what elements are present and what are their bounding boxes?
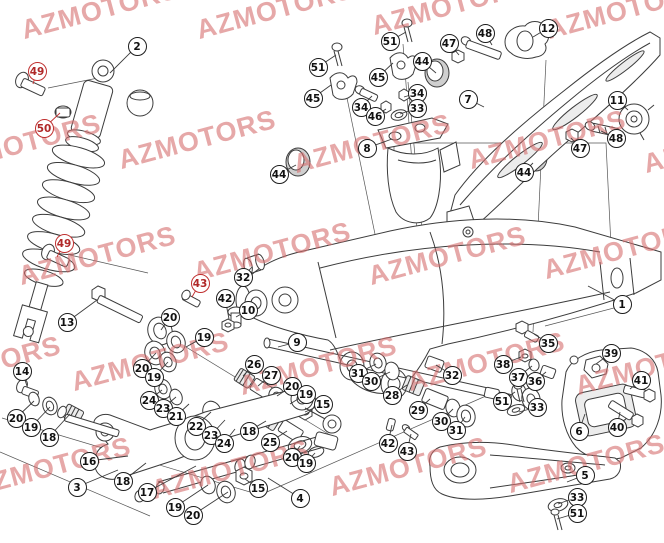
callout-3: 3	[67, 477, 87, 497]
callout-35: 35	[538, 333, 558, 353]
callout-38: 38	[493, 354, 513, 374]
callout-51: 51	[380, 31, 400, 51]
callout-7: 7	[458, 89, 478, 109]
chain-slider	[429, 383, 620, 530]
callout-19: 19	[296, 453, 316, 473]
callout-2: 2	[127, 36, 147, 56]
callout-42: 42	[215, 288, 235, 308]
callout-33: 33	[567, 487, 587, 507]
callout-51: 51	[308, 57, 328, 77]
callout-17: 17	[137, 482, 157, 502]
callout-36: 36	[525, 371, 545, 391]
linkage-hardware-left	[15, 378, 120, 438]
callout-6: 6	[569, 421, 589, 441]
callout-31: 31	[446, 420, 466, 440]
callout-34: 34	[407, 83, 427, 103]
callout-47: 47	[439, 33, 459, 53]
callout-48: 48	[475, 23, 495, 43]
callout-26: 26	[244, 354, 264, 374]
callout-18: 18	[39, 427, 59, 447]
callout-29: 29	[408, 400, 428, 420]
callout-42: 42	[378, 433, 398, 453]
callout-19: 19	[165, 497, 185, 517]
callout-12: 12	[538, 18, 558, 38]
pivot-end-fixings	[386, 321, 556, 440]
callout-37: 37	[508, 367, 528, 387]
callout-27: 27	[261, 365, 281, 385]
chain-roller-bracket	[452, 22, 549, 64]
callout-20: 20	[183, 505, 203, 525]
chain-tensioner	[566, 104, 654, 142]
callout-51: 51	[492, 391, 512, 411]
callout-4: 4	[290, 488, 310, 508]
callout-33: 33	[527, 397, 547, 417]
callout-48: 48	[606, 128, 626, 148]
callout-30: 30	[431, 411, 451, 431]
callout-34: 34	[351, 97, 371, 117]
shock-absorber	[0, 60, 153, 347]
callout-20: 20	[160, 307, 180, 327]
callout-11: 11	[607, 90, 627, 110]
callout-5: 5	[575, 465, 595, 485]
callout-28: 28	[382, 385, 402, 405]
shock-mount-bolts	[13, 70, 201, 307]
callout-43: 43	[190, 273, 210, 293]
callout-18: 18	[239, 421, 259, 441]
callout-44: 44	[412, 51, 432, 71]
callout-9: 9	[287, 332, 307, 352]
callout-44: 44	[514, 162, 534, 182]
callout-25: 25	[260, 432, 280, 452]
callout-49: 49	[54, 233, 74, 253]
callout-18: 18	[113, 471, 133, 491]
callout-10: 10	[238, 300, 258, 320]
hose-clamps-and-bolts	[330, 19, 417, 122]
callout-30: 30	[361, 371, 381, 391]
callout-19: 19	[21, 417, 41, 437]
callout-14: 14	[12, 361, 32, 381]
callout-19: 19	[296, 384, 316, 404]
callout-15: 15	[248, 478, 268, 498]
callout-19: 19	[194, 327, 214, 347]
callout-33: 33	[407, 98, 427, 118]
callout-45: 45	[303, 88, 323, 108]
callout-22: 22	[186, 416, 206, 436]
mudguard-bracket	[378, 118, 460, 223]
callout-13: 13	[57, 312, 77, 332]
callout-43: 43	[397, 441, 417, 461]
callout-51: 51	[567, 503, 587, 523]
callout-32: 32	[442, 365, 462, 385]
callout-1: 1	[612, 294, 632, 314]
callout-21: 21	[166, 406, 186, 426]
callout-49: 49	[27, 61, 47, 81]
callout-19: 19	[144, 367, 164, 387]
callout-46: 46	[365, 106, 385, 126]
callout-44: 44	[269, 164, 289, 184]
callout-15: 15	[313, 394, 333, 414]
callout-41: 41	[631, 370, 651, 390]
callout-39: 39	[601, 343, 621, 363]
callout-50: 50	[34, 118, 54, 138]
callout-32: 32	[233, 267, 253, 287]
callout-47: 47	[570, 138, 590, 158]
callout-24: 24	[214, 433, 234, 453]
callout-45: 45	[368, 67, 388, 87]
callout-20: 20	[6, 408, 26, 428]
callout-40: 40	[607, 417, 627, 437]
callout-8: 8	[357, 138, 377, 158]
callout-16: 16	[79, 451, 99, 471]
